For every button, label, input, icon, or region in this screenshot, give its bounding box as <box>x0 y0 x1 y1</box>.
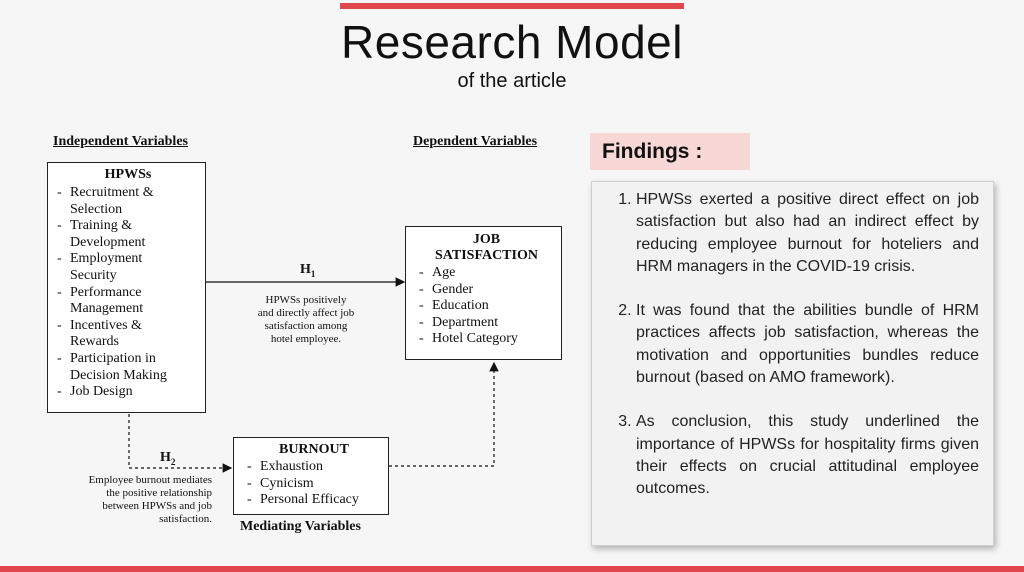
job-item: Department <box>416 315 557 332</box>
h1-label: H1 <box>300 262 316 279</box>
job-item: Gender <box>416 282 557 299</box>
finding-item: As conclusion, this study underlined the… <box>636 411 979 500</box>
hpwss-item: Training &Development <box>54 218 202 251</box>
findings-list: HPWSs exerted a positive direct effect o… <box>592 182 993 501</box>
hpwss-item: Recruitment &Selection <box>54 185 202 218</box>
top-accent-bar <box>340 3 684 9</box>
independent-variables-heading: Independent Variables <box>53 134 188 149</box>
hpwss-list: Recruitment &Selection Training &Develop… <box>54 185 202 401</box>
hpwss-title: HPWSs <box>104 167 152 182</box>
job-item: Education <box>416 298 557 315</box>
bottom-accent-bar <box>0 566 1024 572</box>
h2-arrow <box>128 414 233 473</box>
job-satisfaction-title-line1: JOB <box>472 232 501 247</box>
dependent-variables-heading: Dependent Variables <box>413 134 538 149</box>
job-satisfaction-box: JOB SATISFACTION Age Gender Education De… <box>405 226 562 360</box>
mediating-variables-heading: Mediating Variables <box>240 519 361 534</box>
burnout-item: Personal Efficacy <box>244 492 384 509</box>
hpwss-item: Incentives &Rewards <box>54 318 202 351</box>
burnout-item: Cynicism <box>244 476 384 493</box>
h1-note: HPWSs positively and directly affect job… <box>257 294 355 345</box>
findings-label: Findings : <box>590 133 750 170</box>
hpwss-box: HPWSs Recruitment &Selection Training &D… <box>47 162 206 413</box>
page-subtitle: of the article <box>457 70 567 92</box>
job-item: Hotel Category <box>416 331 557 348</box>
job-item: Age <box>416 265 557 282</box>
job-satisfaction-title-line2: SATISFACTION <box>435 248 538 263</box>
page-title: Research Model <box>341 16 683 68</box>
h2-label: H2 <box>160 450 176 467</box>
burnout-box: BURNOUT Exhaustion Cynicism Personal Eff… <box>233 437 389 515</box>
burnout-list: Exhaustion Cynicism Personal Efficacy <box>244 459 384 509</box>
h2-note: Employee burnout mediates the positive r… <box>88 474 212 525</box>
findings-panel: HPWSs exerted a positive direct effect o… <box>591 181 994 546</box>
hpwss-item: Job Design <box>54 384 202 401</box>
burnout-item: Exhaustion <box>244 459 384 476</box>
job-satisfaction-list: Age Gender Education Department Hotel Ca… <box>416 265 557 348</box>
finding-item: It was found that the abilities bundle o… <box>636 300 979 389</box>
finding-item: HPWSs exerted a positive direct effect o… <box>636 189 979 278</box>
burnout-title: BURNOUT <box>278 442 349 457</box>
burnout-to-job-arrow <box>389 361 499 467</box>
